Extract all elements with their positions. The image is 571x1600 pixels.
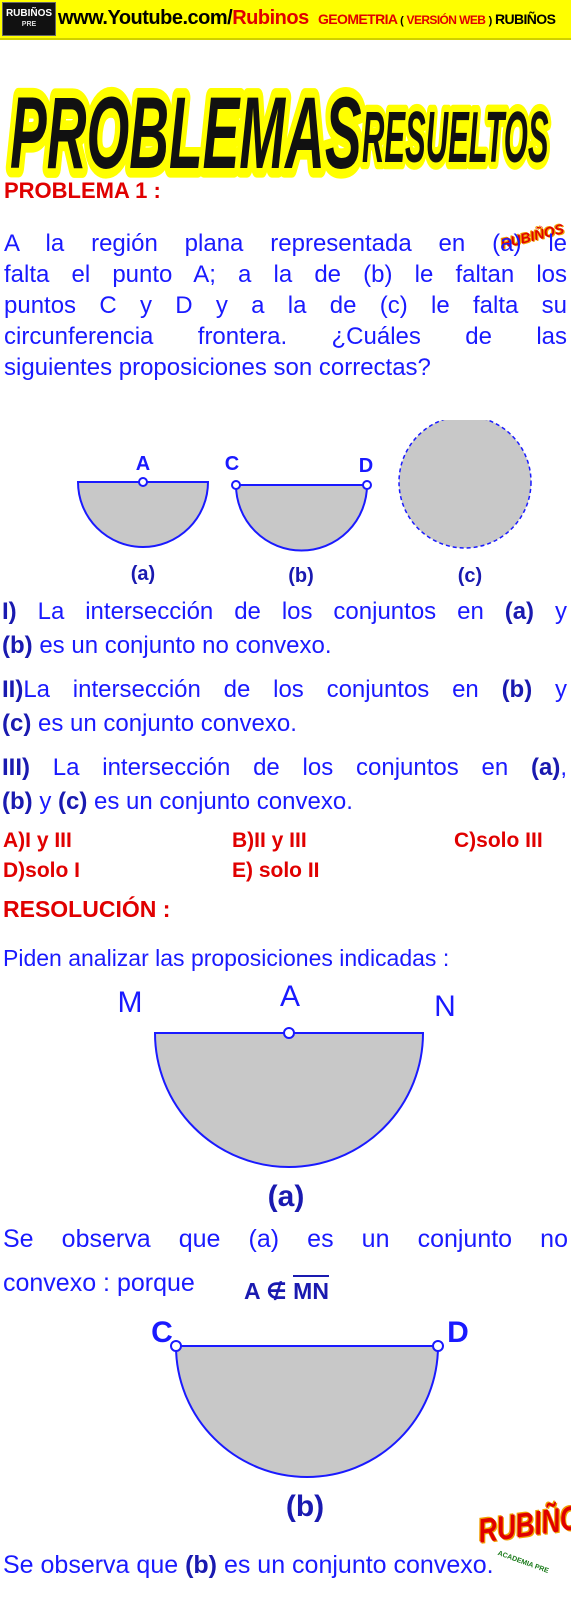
prop3-text: La intersección de los conjuntos en bbox=[30, 754, 531, 781]
url-channel: Rubinos bbox=[232, 7, 309, 29]
region-b-large bbox=[174, 1345, 440, 1478]
prop3-prefix: III) bbox=[2, 754, 30, 781]
title-word2-glow: RESUELTOS bbox=[362, 97, 549, 178]
label-d-large: D bbox=[447, 1316, 469, 1349]
figures-abc: A C D (a) (b) (c) bbox=[76, 420, 532, 587]
figure-a-large: M A N (a) bbox=[118, 980, 456, 1213]
formula-not-in: A ∉ MN bbox=[244, 1275, 329, 1305]
proposition-2: II)La intersección de los conjuntos en (… bbox=[2, 673, 567, 741]
prop1-text2: es un conjunto no convexo. bbox=[32, 632, 332, 659]
stamp-bottom: RUBIÑOS ACADEMIA PRE bbox=[476, 1495, 571, 1586]
prop1-prefix: I) bbox=[2, 598, 17, 625]
prop1-text: La intersección de los conjuntos en bbox=[16, 598, 505, 625]
page-title: PROBLEMAS PROBLEMAS RESUELTOS RESUELTOS bbox=[3, 70, 553, 196]
title-word2: RESUELTOS bbox=[362, 97, 549, 178]
option-a: A)I y III bbox=[3, 829, 72, 852]
observation-a: Se observa que (a) es un conjunto no bbox=[3, 1224, 568, 1257]
statement-line-2: falta el punto A; a la de (b) le faltan … bbox=[4, 261, 567, 288]
version-text: VERSIÓN WEB bbox=[406, 13, 486, 27]
observation-a-line2: convexo : porque bbox=[3, 1269, 195, 1297]
segment-mn: MN bbox=[293, 1275, 329, 1304]
caption-b: (b) bbox=[288, 565, 314, 587]
title-word1: PROBLEMAS bbox=[10, 77, 362, 190]
point-a-label: A bbox=[136, 453, 150, 475]
statement-line-4: circunferencia frontera. ¿Cuáles de las bbox=[4, 323, 567, 350]
prop1-ref2: (b) bbox=[2, 632, 33, 659]
prop3-end: , bbox=[560, 754, 567, 781]
caption-c: (c) bbox=[458, 565, 482, 587]
youtube-link[interactable]: www.Youtube.com/Rubinos bbox=[58, 7, 309, 30]
point-a-large-hole bbox=[283, 1027, 295, 1039]
observation-b-ref: (b) bbox=[185, 1551, 217, 1579]
point-c-large-hole bbox=[170, 1340, 182, 1352]
resolution-intro: Piden analizar las proposiciones indicad… bbox=[3, 945, 450, 971]
resolution-label: RESOLUCIÓN : bbox=[3, 896, 171, 922]
region-a bbox=[76, 481, 210, 548]
title-word1-glow: PROBLEMAS bbox=[10, 77, 362, 190]
observation-a-line1: Se observa que (a) es un conjunto no bbox=[3, 1225, 568, 1253]
prop1-end: y bbox=[534, 598, 567, 625]
statement-line-1: A la región plana representada en (a) le bbox=[4, 230, 567, 257]
point-d-label: D bbox=[359, 455, 373, 477]
point-c-label: C bbox=[225, 453, 239, 475]
region-b bbox=[234, 484, 369, 552]
prop2-text2: es un conjunto convexo. bbox=[31, 710, 297, 737]
point-a-hole bbox=[138, 477, 148, 487]
subject-text: GEOMETRIA bbox=[318, 11, 397, 27]
channel-logo: RUBIÑOS PRE bbox=[2, 2, 56, 36]
prop1-ref: (a) bbox=[504, 598, 535, 625]
statement-line-3: puntos C y D y a la de (c) le falta su bbox=[4, 292, 567, 319]
option-d: D)solo I bbox=[3, 859, 80, 882]
logo-text: RUBIÑOS bbox=[5, 8, 53, 19]
proposition-3: III) La intersección de los conjuntos en… bbox=[2, 751, 567, 819]
caption-b-large: (b) bbox=[286, 1490, 324, 1523]
prop2-end: y bbox=[532, 676, 567, 703]
point-c-hole bbox=[231, 480, 241, 490]
label-a-large: A bbox=[280, 980, 300, 1013]
prop2-text: La intersección de los conjuntos en bbox=[23, 676, 502, 703]
option-b: B)II y III bbox=[232, 829, 307, 852]
observation-b-text: es un conjunto convexo. bbox=[217, 1551, 494, 1579]
point-d-hole bbox=[362, 480, 372, 490]
option-e: E) solo II bbox=[232, 859, 320, 882]
observation-b-prefix: Se observa que bbox=[3, 1551, 186, 1579]
header-bar: RUBIÑOS PRE www.Youtube.com/Rubinos GEOM… bbox=[0, 0, 571, 40]
formula-lhs: A ∉ bbox=[244, 1278, 287, 1304]
prop2-ref: (b) bbox=[501, 676, 533, 703]
prop2-prefix: II) bbox=[2, 676, 24, 703]
caption-a-large: (a) bbox=[268, 1180, 305, 1213]
statement-line-5: siguientes proposiciones son correctas? bbox=[4, 354, 431, 381]
label-n: N bbox=[434, 990, 456, 1023]
problem-statement: A la región plana representada en (a) le… bbox=[4, 228, 567, 383]
prop2-ref2: (c) bbox=[2, 710, 32, 737]
brand-text: RUBIÑOS bbox=[494, 11, 556, 27]
label-m: M bbox=[118, 986, 143, 1019]
logo-subtext: PRE bbox=[21, 21, 37, 28]
option-c: C)solo III bbox=[454, 829, 543, 852]
caption-a: (a) bbox=[131, 563, 155, 585]
point-d-large-hole bbox=[432, 1340, 444, 1352]
problem-label: PROBLEMA 1 : bbox=[4, 178, 161, 203]
prop3-text2: es un conjunto convexo. bbox=[87, 788, 353, 815]
url-prefix: www.Youtube.com/ bbox=[58, 7, 233, 29]
proposition-1: I) La intersección de los conjuntos en (… bbox=[2, 595, 567, 663]
region-a-large bbox=[153, 1032, 425, 1168]
prop3-y: y bbox=[32, 788, 58, 815]
prop3-ref-b: (b) bbox=[2, 788, 33, 815]
region-c bbox=[398, 420, 532, 549]
prop3-ref: (a) bbox=[530, 754, 561, 781]
label-c-large: C bbox=[151, 1316, 173, 1349]
prop3-ref-c: (c) bbox=[58, 788, 88, 815]
stamp-bottom-sub: ACADEMIA PRE bbox=[496, 1550, 550, 1575]
figure-b-large: C D (b) bbox=[151, 1316, 469, 1523]
observation-b: Se observa que (b) es un conjunto convex… bbox=[3, 1550, 494, 1581]
header-subject: GEOMETRIA ( VERSIÓN WEB ) RUBIÑOS bbox=[318, 11, 556, 27]
